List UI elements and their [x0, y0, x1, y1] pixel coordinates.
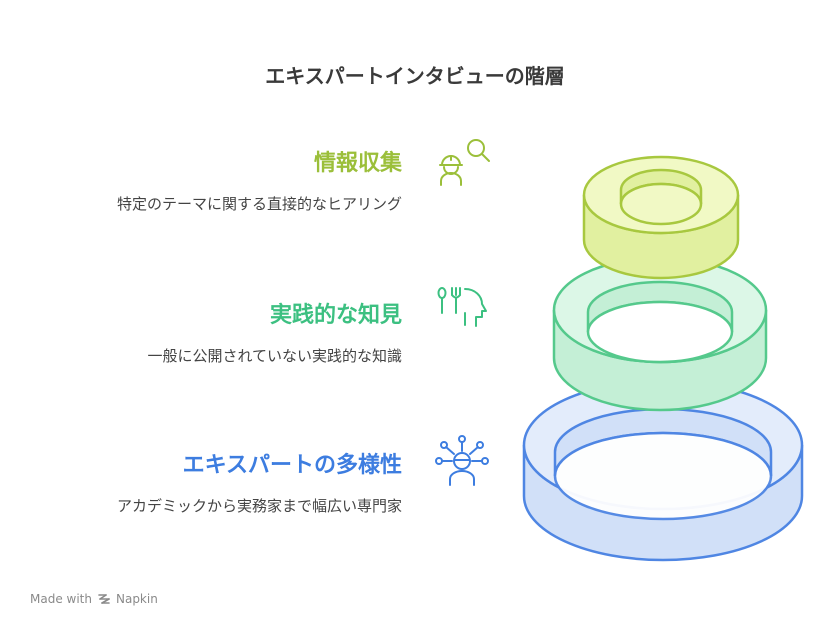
level-information-gathering: 情報収集 特定のテーマに関する直接的なヒアリング [2, 150, 402, 214]
level-heading: エキスパートの多様性 [182, 453, 402, 478]
made-with-label: Made with [30, 592, 92, 606]
ring-hole [553, 431, 773, 521]
napkin-footer: Made with Napkin [30, 592, 158, 606]
napkin-logo-icon [98, 594, 110, 604]
level-description: 特定のテーマに関する直接的なヒアリング [116, 195, 402, 213]
level-heading: 情報収集 [313, 151, 402, 176]
stacked-rings-diagram [522, 155, 804, 562]
ring-hole [619, 182, 703, 226]
ring-information-gathering [582, 155, 740, 280]
ring-practical-insights [552, 256, 768, 412]
head-tools-icon [437, 287, 487, 327]
ring-hole [586, 300, 734, 364]
page-title: エキスパートインタビューの階層 [265, 64, 565, 88]
napkin-brand: Napkin [115, 592, 158, 606]
level-expert-diversity: エキスパートの多様性 アカデミックから実務家まで幅広い専門家 [2, 452, 402, 516]
person-search-icon [439, 139, 490, 186]
level-heading: 実践的な知見 [269, 303, 402, 328]
level-description: アカデミックから実務家まで幅広い専門家 [116, 497, 402, 515]
network-person-icon [435, 435, 489, 486]
level-description: 一般に公開されていない実践的な知識 [147, 347, 402, 365]
level-practical-insights: 実践的な知見 一般に公開されていない実践的な知識 [2, 302, 402, 366]
